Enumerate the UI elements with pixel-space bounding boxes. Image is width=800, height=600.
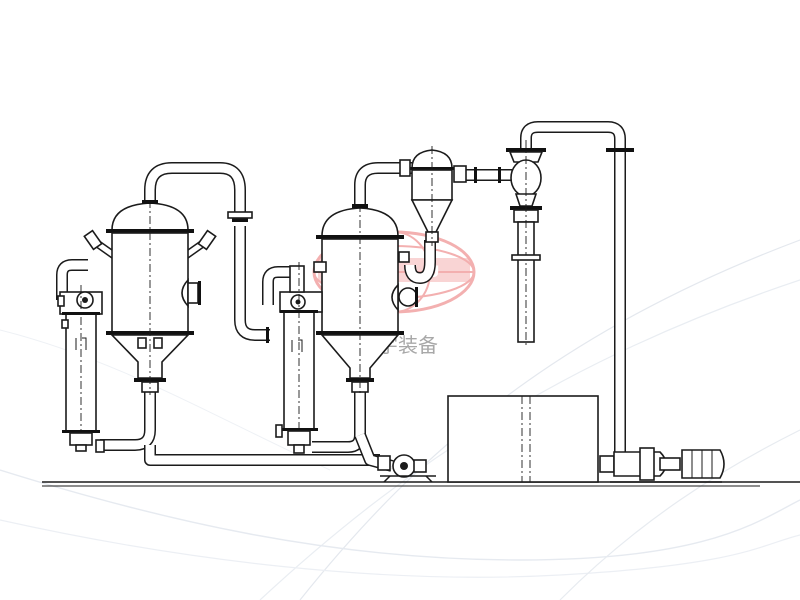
cyclone-separator bbox=[399, 146, 467, 246]
water-tank bbox=[447, 395, 599, 483]
background-waves bbox=[0, 239, 800, 600]
pipe-flanges bbox=[142, 167, 501, 343]
second-shell-tube-heater bbox=[275, 261, 327, 455]
second-effect-evaporator bbox=[316, 204, 418, 395]
jet-condenser bbox=[506, 140, 546, 346]
vacuum-pump bbox=[599, 447, 725, 483]
first-shell-tube-heater bbox=[57, 285, 105, 453]
first-effect-evaporator bbox=[83, 200, 217, 395]
product-pump bbox=[377, 454, 436, 483]
tall-pipe-flange bbox=[606, 148, 634, 152]
piping bbox=[56, 121, 640, 472]
